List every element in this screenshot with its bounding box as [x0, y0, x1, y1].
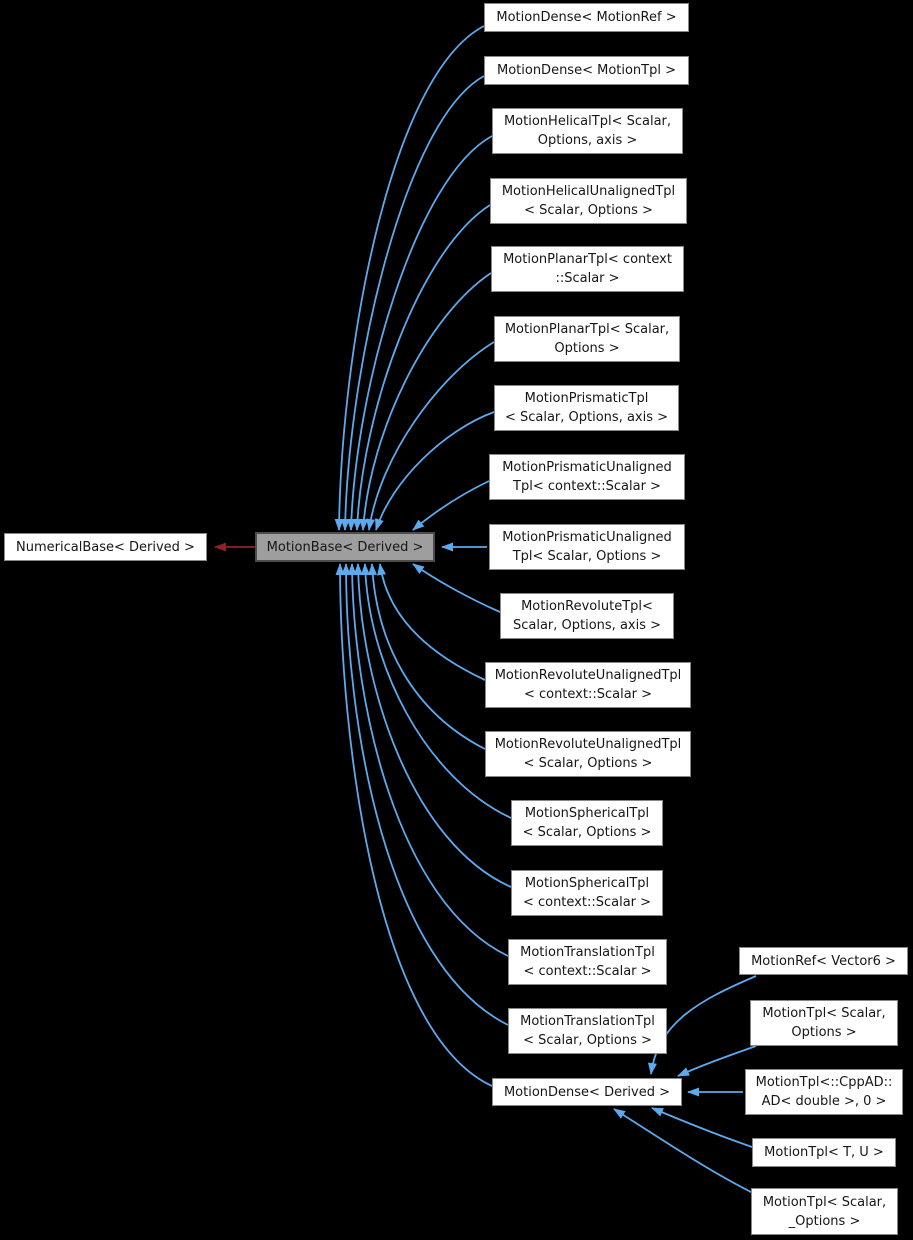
edge-motion-dense-derived-to-motion-base-derived — [335, 563, 493, 1087]
node-label-line: Scalar, Options, axis > — [512, 618, 662, 633]
edge-motion-prismatic-unaligned-tpl-context-to-motion-base-derived — [412, 480, 490, 531]
node-label-line: < Scalar, Options > — [523, 1033, 652, 1048]
node-label-line: _Options > — [788, 1213, 861, 1229]
node-motion-dense-motion-tpl[interactable]: MotionDense< MotionTpl > — [484, 56, 689, 85]
node-label-line: MotionPlanarTpl< context — [503, 252, 672, 267]
node-motion-planar-tpl-context[interactable]: MotionPlanarTpl< context::Scalar > — [491, 246, 684, 292]
node-motion-revolute-tpl[interactable]: MotionRevoluteTpl< Scalar, Options, axis … — [500, 593, 674, 639]
node-motion-planar-tpl-scalar[interactable]: MotionPlanarTpl< Scalar, Options > — [494, 316, 680, 362]
node-label-line: MotionRevoluteTpl< — [521, 599, 653, 614]
node-motion-prismatic-tpl[interactable]: MotionPrismaticTpl < Scalar, Options, axi… — [494, 385, 679, 431]
node-label-line: MotionSphericalTpl — [524, 876, 650, 891]
node-motion-tpl-scalar-underscore-options[interactable]: MotionTpl< Scalar, _Options > — [751, 1188, 898, 1235]
edge-motion-revolute-unaligned-tpl-context-to-motion-base-derived — [377, 563, 486, 681]
edge-motion-spherical-tpl-context-to-motion-base-derived — [353, 563, 512, 888]
node-motion-revolute-unaligned-tpl-scalar[interactable]: MotionRevoluteUnalignedTpl < Scalar, Opti… — [485, 731, 691, 777]
node-motion-helical-tpl[interactable]: MotionHelicalTpl< Scalar, Options, axis > — [492, 108, 683, 154]
node-label-line: AD< double >, 0 > — [761, 1094, 887, 1109]
node-label-line: < context::Scalar > — [523, 687, 653, 702]
node-label-line: MotionHelicalUnalignedTpl — [501, 184, 676, 199]
edge-motion-planar-tpl-scalar-to-motion-base-derived — [366, 341, 495, 531]
node-label-line: MotionPlanarTpl< Scalar, — [504, 322, 670, 337]
node-label-line: MotionPrismaticUnaligned — [502, 530, 672, 545]
node-label-line: < Scalar, Options > — [523, 756, 653, 771]
edge-motion-dense-motion-tpl-to-motion-base-derived — [340, 75, 485, 531]
node-label-line: MotionDense< Derived > — [503, 1084, 671, 1100]
node-label-line: < Scalar, Options, axis > — [504, 410, 669, 425]
edge-motion-tpl-scalar-underscore-options-to-motion-dense-derived — [613, 1108, 754, 1194]
edge-motion-revolute-unaligned-tpl-scalar-to-motion-base-derived — [368, 563, 486, 750]
edge-motion-ref-vector6-to-motion-dense-derived — [648, 975, 757, 1075]
node-motion-ref-vector6[interactable]: MotionRef< Vector6 > — [739, 947, 908, 975]
edge-motion-tpl-scalar-options-to-motion-dense-derived — [677, 1045, 757, 1077]
node-motion-tpl-cppad[interactable]: MotionTpl<::CppAD::AD< double >, 0 > — [745, 1069, 903, 1115]
node-motion-translation-tpl-context[interactable]: MotionTranslationTpl< context::Scalar > — [508, 939, 667, 985]
node-label-line: < context::Scalar > — [523, 964, 652, 979]
node-label-line: MotionSphericalTpl — [524, 806, 650, 821]
node-motion-dense-derived[interactable]: MotionDense< Derived > — [492, 1078, 682, 1106]
edge-motion-revolute-tpl-to-motion-base-derived — [412, 563, 501, 613]
node-label-line: MotionDense< MotionTpl > — [496, 63, 677, 78]
node-label-line: MotionRevoluteUnalignedTpl — [494, 668, 682, 683]
edge-motion-prismatic-tpl-to-motion-base-derived — [375, 411, 495, 531]
edge-motion-dense-motion-ref-to-motion-base-derived — [334, 25, 485, 531]
node-motion-spherical-tpl-context[interactable]: MotionSphericalTpl< context::Scalar > — [511, 870, 663, 916]
node-label-line: Tpl< Scalar, Options > — [512, 549, 662, 564]
node-motion-spherical-tpl-scalar[interactable]: MotionSphericalTpl < Scalar, Options > — [511, 800, 663, 846]
node-label-line: MotionRef< Vector6 > — [751, 953, 896, 969]
node-label-line: MotionDense< MotionRef > — [496, 10, 677, 25]
node-label-line: MotionTpl< Scalar, — [762, 1006, 886, 1021]
node-label-line: Options > — [554, 341, 620, 356]
node-motion-helical-unaligned-tpl[interactable]: MotionHelicalUnalignedTpl < Scalar, Optio… — [490, 178, 687, 224]
edge-motion-planar-tpl-context-to-motion-base-derived — [359, 272, 492, 531]
node-motion-revolute-unaligned-tpl-context[interactable]: MotionRevoluteUnalignedTpl< context::Sca… — [485, 662, 691, 708]
node-label-line: MotionHelicalTpl< Scalar, — [503, 114, 672, 129]
node-motion-tpl-t-u[interactable]: MotionTpl< T, U > — [752, 1138, 896, 1167]
node-motion-base-derived: MotionBase< Derived > — [255, 532, 435, 562]
edge-motion-tpl-t-u-to-motion-dense-derived — [651, 1107, 756, 1149]
node-label-line: MotionRevoluteUnalignedTpl — [494, 737, 682, 752]
node-label-line: Options > — [791, 1025, 857, 1040]
node-label-line: < Scalar, Options > — [524, 203, 653, 218]
node-motion-dense-motion-ref[interactable]: MotionDense< MotionRef > — [484, 3, 689, 32]
node-label-line: MotionBase< Derived > — [266, 539, 424, 555]
node-motion-tpl-scalar-options[interactable]: MotionTpl< Scalar, Options > — [750, 1000, 898, 1046]
node-motion-translation-tpl-scalar[interactable]: MotionTranslationTpl < Scalar, Options > — [508, 1008, 667, 1054]
edge-motion-spherical-tpl-scalar-to-motion-base-derived — [360, 563, 512, 819]
node-label-line: NumericalBase< Derived > — [16, 539, 195, 555]
node-label-line: < Scalar, Options > — [522, 825, 652, 840]
node-label-line: MotionTpl< Scalar, — [762, 1194, 887, 1210]
node-label-line: MotionPrismaticTpl — [524, 391, 649, 406]
node-label-line: Options, axis > — [537, 133, 638, 148]
node-label-line: MotionTranslationTpl — [520, 945, 655, 960]
edge-motion-translation-tpl-context-to-motion-base-derived — [347, 563, 509, 957]
node-label-line: MotionTpl< T, U > — [764, 1145, 884, 1160]
node-label-line: < context::Scalar > — [522, 895, 652, 910]
node-numerical-base-derived[interactable]: NumericalBase< Derived > — [4, 533, 207, 561]
node-label-line: MotionTpl<::CppAD:: — [755, 1075, 893, 1090]
node-label-line: ::Scalar > — [555, 271, 620, 286]
edge-motion-helical-unaligned-tpl-to-motion-base-derived — [352, 204, 491, 531]
node-label-line: MotionPrismaticUnaligned — [502, 460, 672, 475]
node-label-line: Tpl< context::Scalar > — [513, 479, 661, 494]
edge-motion-helical-tpl-to-motion-base-derived — [346, 135, 493, 531]
edge-motion-translation-tpl-scalar-to-motion-base-derived — [341, 563, 509, 1026]
node-label-line: MotionTranslationTpl — [520, 1014, 655, 1029]
